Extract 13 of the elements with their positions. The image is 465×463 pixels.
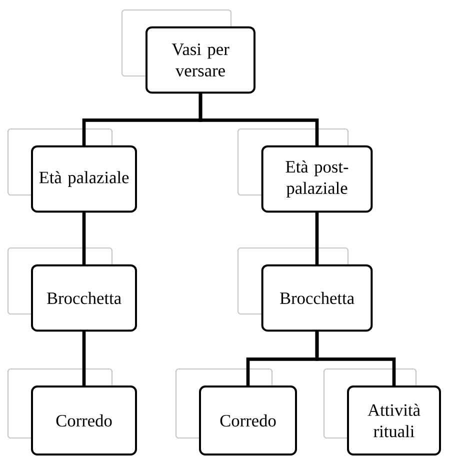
connector	[315, 211, 319, 266]
connector	[82, 211, 86, 266]
process-box: Età palaziale	[7, 128, 137, 213]
process-box: Vasi per versare	[121, 9, 256, 94]
process-box: Brocchetta	[237, 247, 373, 332]
process-box: Brocchetta	[7, 247, 137, 332]
connector	[315, 330, 396, 388]
process-box: Attività rituali	[323, 368, 441, 456]
process-box: Età post-palaziale	[237, 128, 373, 213]
connector	[198, 92, 319, 147]
connector	[82, 330, 86, 388]
process-box: Corredo	[7, 368, 137, 456]
process-box: Corredo	[175, 368, 297, 456]
